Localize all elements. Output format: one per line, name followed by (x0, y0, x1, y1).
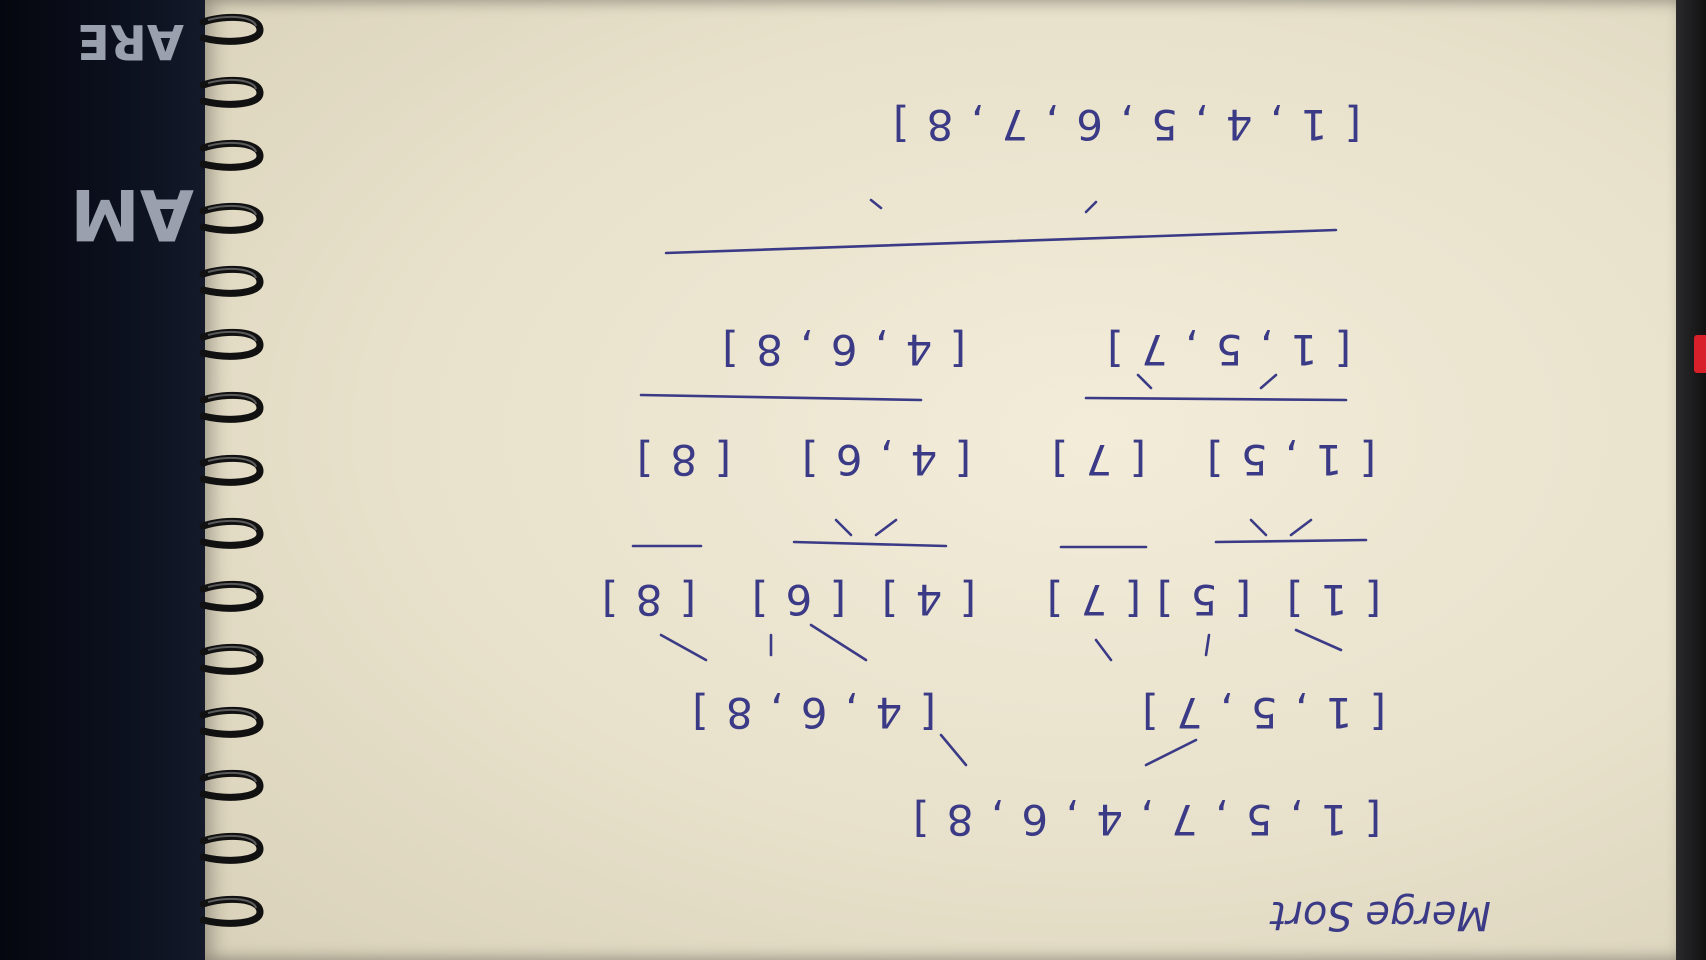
single-6: [ 6 ] (750, 575, 846, 624)
merge-tick-3 (874, 518, 898, 537)
merge-line-15 (1214, 538, 1368, 544)
spiral-coil-highlight (207, 582, 257, 594)
merged-left-array: [ 1 , 5 , 7 ] (1105, 325, 1351, 374)
merge-tick-5 (1259, 373, 1278, 390)
spiral-binding (199, 13, 264, 927)
red-object (1694, 335, 1706, 373)
spiral-coil-highlight (207, 834, 257, 846)
divide-stroke-2 (1204, 633, 1211, 657)
spiral-coil-highlight (207, 771, 257, 783)
spiral-coil-highlight (207, 267, 257, 279)
merge-line-46 (792, 540, 948, 548)
page-title: Merge Sort (1269, 892, 1491, 938)
pair-4-6: [ 4 , 6 ] (800, 435, 971, 484)
pair-1-5: [ 1 , 5 ] (1205, 435, 1376, 484)
spiral-coil-highlight (207, 519, 257, 531)
notebook-cover (0, 0, 215, 960)
merge-tick-2 (1249, 518, 1268, 537)
merge-tick-6 (1136, 373, 1153, 390)
single-5: [ 5 ] (1155, 575, 1251, 624)
cover-letters-top: ARE (77, 13, 184, 69)
split-right-array: [ 4 , 6 , 8 ] (690, 688, 936, 737)
spiral-coil-highlight (207, 330, 257, 342)
pair-7: [ 7 ] (1050, 435, 1146, 484)
divide-stroke-6 (659, 633, 708, 662)
spiral-coil-highlight (207, 897, 257, 909)
single-4: [ 4 ] (880, 575, 976, 624)
merge-tick-1 (1289, 518, 1313, 537)
divide-stroke-3 (1094, 638, 1113, 662)
split-stroke-right (939, 733, 968, 767)
divide-stroke-1 (1294, 628, 1343, 652)
divide-stroke-4 (809, 623, 868, 662)
spiral-coil-highlight (207, 708, 257, 720)
merge-tick-8 (869, 198, 883, 210)
merge-line-left (1084, 396, 1348, 402)
single-7: [ 7 ] (1045, 575, 1141, 624)
merged-right-array: [ 4 , 6 , 8 ] (720, 325, 966, 374)
spiral-coil-highlight (207, 15, 257, 27)
cover-letters-big: AM (70, 173, 194, 255)
split-left-array: [ 1 , 5 , 7 ] (1140, 688, 1386, 737)
merge-tick-4 (834, 518, 853, 537)
single-8: [ 8 ] (600, 575, 696, 624)
merge-line-right (639, 393, 923, 402)
input-array: [ 1 , 5 , 7 , 4 , 6 , 8 ] (911, 795, 1381, 844)
spiral-coil-highlight (207, 456, 257, 468)
spiral-coil-highlight (207, 645, 257, 657)
split-stroke-left (1144, 738, 1198, 767)
pair-8: [ 8 ] (635, 435, 731, 484)
merge-line-final (664, 228, 1338, 255)
background-edge (1676, 0, 1706, 960)
merge-tick-7 (1084, 200, 1098, 214)
notebook-page (205, 0, 1685, 960)
result-array: [ 1 , 4 , 5 , 6 , 7 , 8 ] (891, 100, 1361, 149)
spiral-coil-highlight (207, 204, 257, 216)
spiral-coil-highlight (207, 393, 257, 405)
single-1: [ 1 ] (1285, 575, 1381, 624)
spiral-coil-highlight (207, 141, 257, 153)
cover-print: AM ARE (70, 13, 194, 255)
spiral-coil-highlight (207, 78, 257, 90)
